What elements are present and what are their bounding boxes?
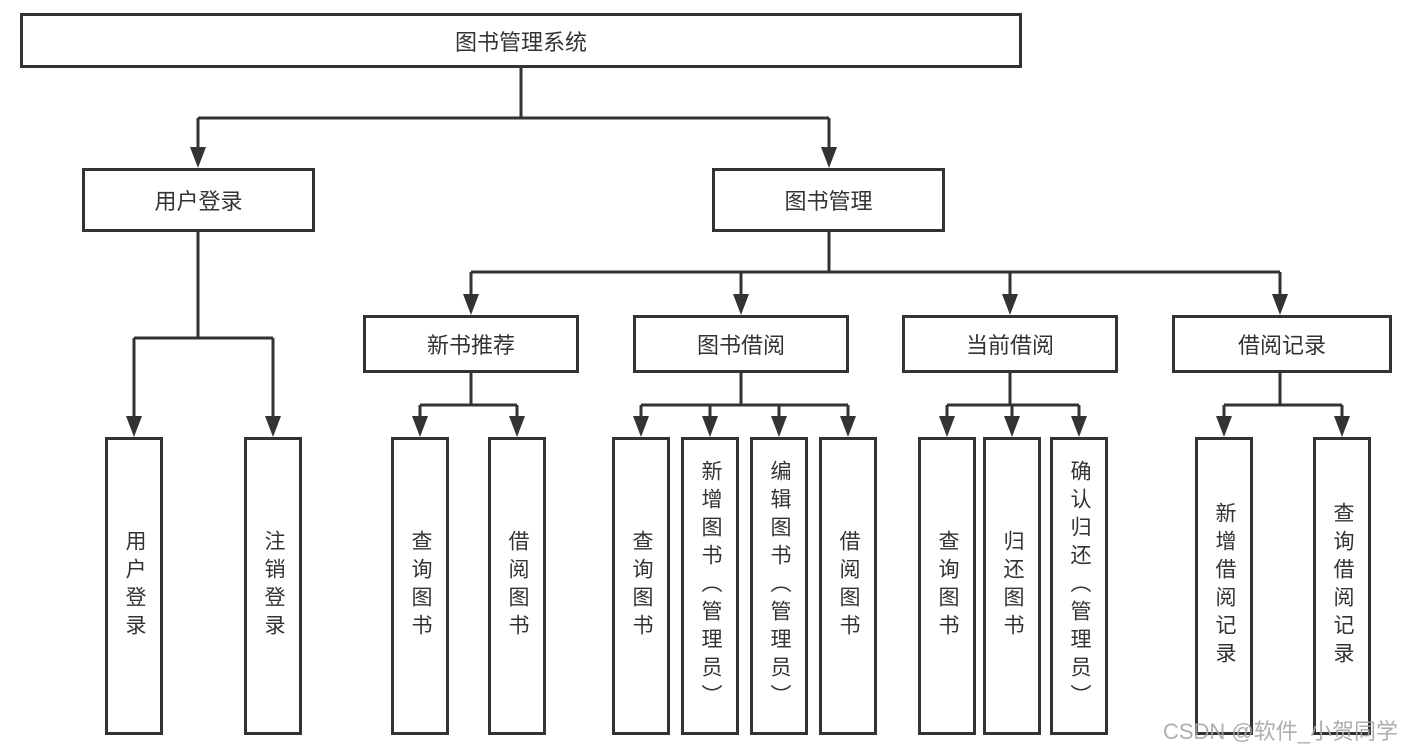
node-logout: 注销登录 — [244, 437, 302, 735]
arrowhead — [1334, 416, 1350, 437]
node-cb-return-books: 归还图书 — [983, 437, 1041, 735]
connector-book-borrow-branch — [639, 373, 850, 420]
arrowhead — [821, 147, 837, 168]
node-root: 图书管理系统 — [20, 13, 1022, 68]
node-current-borrow: 当前借阅 — [902, 315, 1118, 373]
connector-book-mgmt-branch — [469, 232, 1282, 298]
node-bb-query-books: 查询图书 — [612, 437, 670, 735]
node-borrow-records: 借阅记录 — [1172, 315, 1392, 373]
connector-borrow-records-branch — [1222, 373, 1344, 420]
arrowhead — [509, 416, 525, 437]
arrowhead — [1272, 294, 1288, 315]
node-br-query-record: 查询借阅记录 — [1313, 437, 1371, 735]
arrowhead — [1216, 416, 1232, 437]
arrowhead — [840, 416, 856, 437]
connector-current-borrow-branch — [945, 373, 1081, 420]
arrowhead — [633, 416, 649, 437]
node-nb-borrow-books: 借阅图书 — [488, 437, 546, 735]
arrowhead — [1002, 294, 1018, 315]
connector-new-book-branch — [418, 373, 519, 420]
connector-user-login-branch — [132, 232, 275, 420]
arrowhead — [412, 416, 428, 437]
node-cb-confirm-return: 确认归还（管理员） — [1050, 437, 1108, 735]
node-user-login-group: 用户登录 — [82, 168, 315, 232]
node-book-mgmt: 图书管理 — [712, 168, 945, 232]
arrowhead — [771, 416, 787, 437]
node-bb-borrow-books: 借阅图书 — [819, 437, 877, 735]
node-new-book-rec: 新书推荐 — [363, 315, 579, 373]
node-book-borrow: 图书借阅 — [633, 315, 849, 373]
node-br-add-record: 新增借阅记录 — [1195, 437, 1253, 735]
node-bb-add-books: 新增图书（管理员） — [681, 437, 739, 735]
watermark: CSDN @软件_小贺同学 — [1162, 719, 1398, 744]
arrowhead — [265, 416, 281, 437]
arrowhead — [939, 416, 955, 437]
arrowhead — [1071, 416, 1087, 437]
node-nb-query-books: 查询图书 — [391, 437, 449, 735]
node-cb-query-books: 查询图书 — [918, 437, 976, 735]
connector-root-branch — [196, 68, 831, 150]
arrowhead — [190, 147, 206, 168]
arrowhead — [126, 416, 142, 437]
arrowhead — [1004, 416, 1020, 437]
arrowhead — [463, 294, 479, 315]
arrowhead — [733, 294, 749, 315]
arrowhead — [702, 416, 718, 437]
node-user-login: 用户登录 — [105, 437, 163, 735]
node-bb-edit-books: 编辑图书（管理员） — [750, 437, 808, 735]
